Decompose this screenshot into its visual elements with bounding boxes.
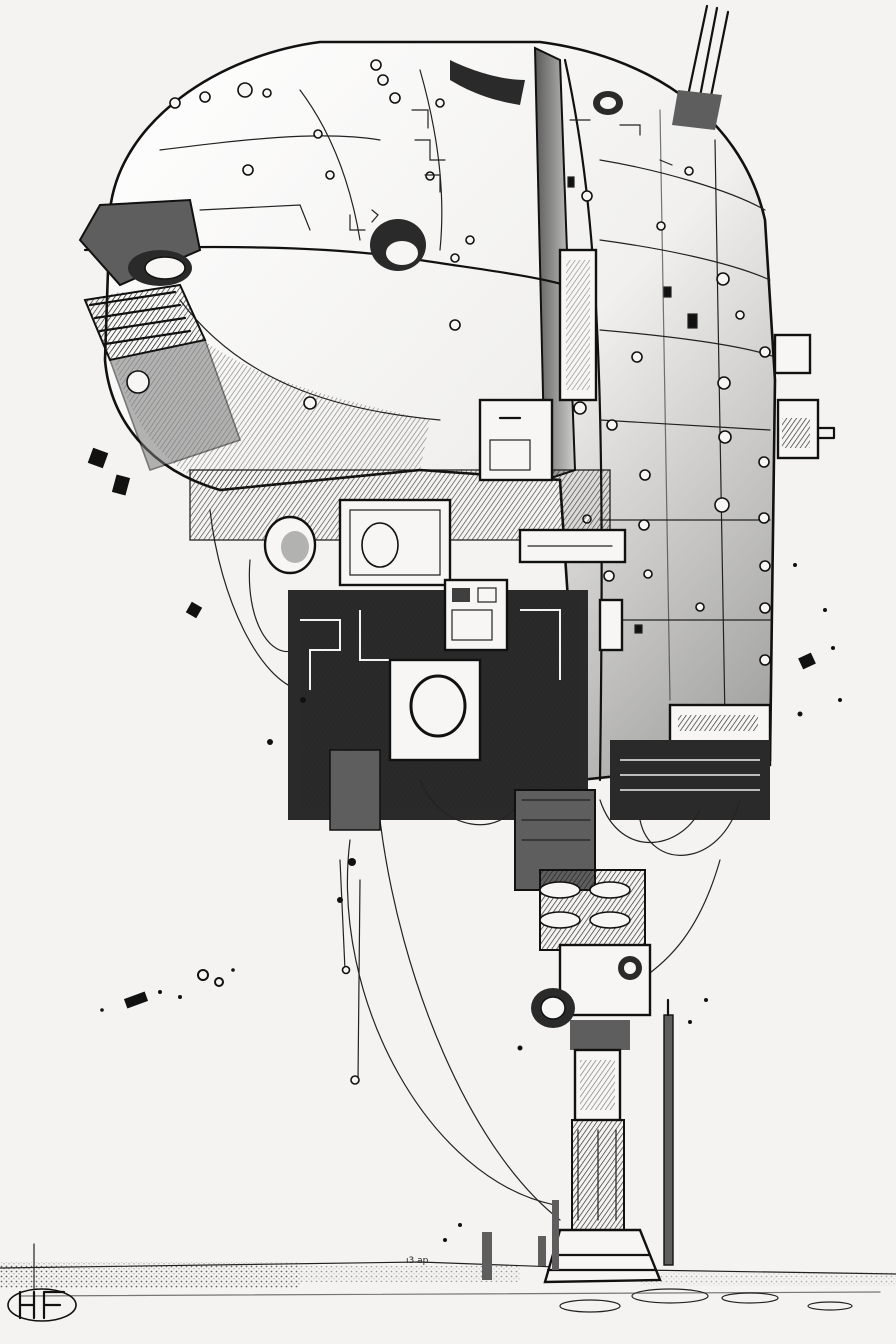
ground	[0, 1261, 896, 1344]
eye-port	[370, 91, 623, 271]
debris	[87, 447, 842, 1242]
antennae	[672, 4, 730, 130]
prow	[78, 198, 242, 472]
machinery	[189, 248, 772, 856]
hull-markings	[349, 109, 698, 634]
signature: ı3 ap	[406, 1256, 429, 1266]
ground-props	[482, 998, 674, 1280]
signature-text: ı3 ap	[406, 1256, 429, 1266]
side-box	[773, 333, 836, 460]
leg	[514, 789, 662, 1284]
monogram-stamp	[7, 1243, 77, 1322]
